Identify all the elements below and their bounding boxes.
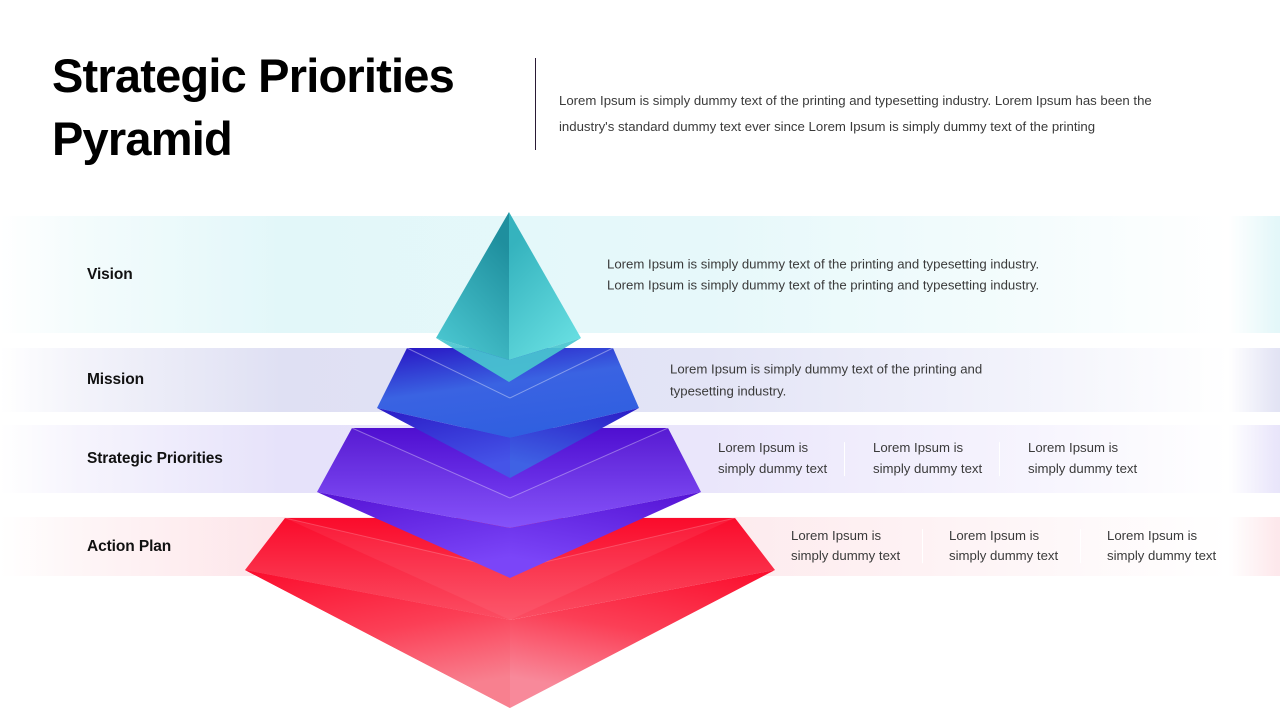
level-column-item: Lorem Ipsum is simply dummy text: [791, 527, 901, 564]
level-column-item: Lorem Ipsum is simply dummy text: [1028, 440, 1138, 476]
page-title: Strategic Priorities Pyramid: [52, 49, 455, 166]
level-label-mission: Mission: [87, 371, 145, 388]
slide-header: Strategic Priorities Pyramid Lorem Ipsum…: [0, 0, 1280, 185]
band-background-vision: [0, 216, 1280, 333]
level-row-strategic-priorities[interactable]: Strategic Priorities Lorem Ipsum is simp…: [0, 425, 1280, 493]
level-description-vision: Lorem Ipsum is simply dummy text of the …: [607, 255, 1040, 293]
level-label-strategic-priorities: Strategic Priorities: [87, 450, 223, 467]
title-divider: [535, 58, 536, 150]
level-row-vision[interactable]: Vision Lorem Ipsum is simply dummy text …: [0, 216, 1280, 333]
column-divider: [922, 529, 923, 564]
band-background-mission: [0, 348, 1280, 412]
column-divider: [1080, 529, 1081, 564]
level-label-action-plan: Action Plan: [87, 537, 172, 555]
level-column-item: Lorem Ipsum is simply dummy text: [1107, 527, 1217, 564]
level-description-mission: Lorem Ipsum is simply dummy text of the …: [670, 361, 983, 398]
level-column-item: Lorem Ipsum is simply dummy text: [949, 527, 1059, 564]
level-column-item: Lorem Ipsum is simply dummy text: [873, 440, 983, 476]
level-column-item: Lorem Ipsum is simply dummy text: [718, 440, 828, 476]
pyramid-face-left-fill: [245, 570, 510, 708]
level-row-action-plan[interactable]: Action Plan Lorem Ipsum is simply dummy …: [0, 517, 1280, 576]
level-columns-strategic-priorities: Lorem Ipsum is simply dummy text Lorem I…: [718, 438, 1154, 480]
header-description: Lorem Ipsum is simply dummy text of the …: [559, 93, 1152, 135]
level-row-mission[interactable]: Mission Lorem Ipsum is simply dummy text…: [0, 348, 1280, 412]
level-label-vision: Vision: [87, 265, 133, 283]
column-divider: [844, 442, 845, 476]
pyramid-facet-right: [510, 570, 775, 708]
column-divider: [999, 442, 1000, 476]
level-columns-action-plan: Lorem Ipsum is simply dummy text Lorem I…: [791, 526, 1238, 568]
pyramid-facet-left: [245, 570, 510, 708]
